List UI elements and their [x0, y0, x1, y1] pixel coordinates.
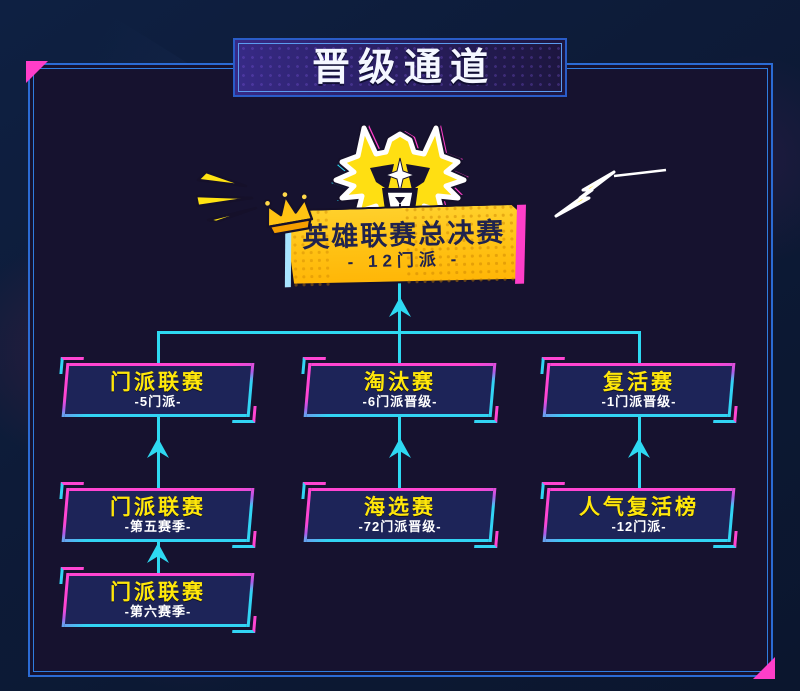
connector-line [157, 417, 160, 488]
connector-line [157, 331, 641, 334]
connector-line [157, 331, 160, 364]
node-revival-match[interactable]: 复活赛 -1门派晋级- [542, 363, 736, 417]
node-content: 人气复活榜 -12门派- [545, 488, 733, 542]
connector-line [398, 334, 401, 364]
crown-icon [263, 190, 314, 236]
spark-rays-icon [196, 170, 258, 222]
connector-line [638, 417, 641, 488]
node-title: 淘汰赛 [364, 371, 436, 394]
node-subtitle: -5门派- [134, 394, 182, 409]
connector-line [157, 542, 160, 573]
node-content: 复活赛 -1门派晋级- [545, 363, 733, 417]
connector-line [398, 417, 401, 488]
node-content: 门派联赛 -5门派- [64, 363, 252, 417]
node-subtitle: -12门派- [611, 519, 667, 534]
node-league-season6[interactable]: 门派联赛 -第六赛季- [61, 573, 255, 627]
node-title: 海选赛 [364, 496, 436, 519]
node-content: 淘汰赛 -6门派晋级- [306, 363, 494, 417]
node-subtitle: -第六赛季- [124, 604, 192, 619]
finals-title: 英雄联赛总决赛 [301, 216, 506, 253]
node-title: 复活赛 [603, 371, 675, 394]
finals-subtitle: - 12门派 - [347, 248, 462, 272]
finals-banner-content: 英雄联赛总决赛 - 12门派 - [283, 203, 525, 288]
page-title-panel: 晋级通道 [233, 38, 567, 97]
node-subtitle: -1门派晋级- [601, 394, 677, 409]
page-title-inner: 晋级通道 [238, 43, 562, 92]
connector-line [638, 331, 641, 364]
node-knockout[interactable]: 淘汰赛 -6门派晋级- [303, 363, 497, 417]
page-title: 晋级通道 [311, 46, 496, 89]
node-subtitle: -第五赛季- [124, 519, 192, 534]
node-title: 门派联赛 [110, 371, 206, 394]
node-subtitle: -6门派晋级- [362, 394, 438, 409]
lightning-bolt-icon [554, 168, 667, 218]
node-popularity-revival[interactable]: 人气复活榜 -12门派- [542, 488, 736, 542]
node-league-season5[interactable]: 门派联赛 -第五赛季- [61, 488, 255, 542]
node-subtitle: -72门派晋级- [358, 519, 442, 534]
node-league-finals-stage[interactable]: 门派联赛 -5门派- [61, 363, 255, 417]
node-title: 门派联赛 [110, 496, 206, 519]
node-content: 门派联赛 -第六赛季- [64, 573, 252, 627]
finals-banner[interactable]: 英雄联赛总决赛 - 12门派 - [283, 203, 526, 288]
node-title: 人气复活榜 [579, 496, 699, 519]
node-content: 门派联赛 -第五赛季- [64, 488, 252, 542]
node-audition[interactable]: 海选赛 -72门派晋级- [303, 488, 497, 542]
node-content: 海选赛 -72门派晋级- [306, 488, 494, 542]
node-title: 门派联赛 [110, 581, 206, 604]
